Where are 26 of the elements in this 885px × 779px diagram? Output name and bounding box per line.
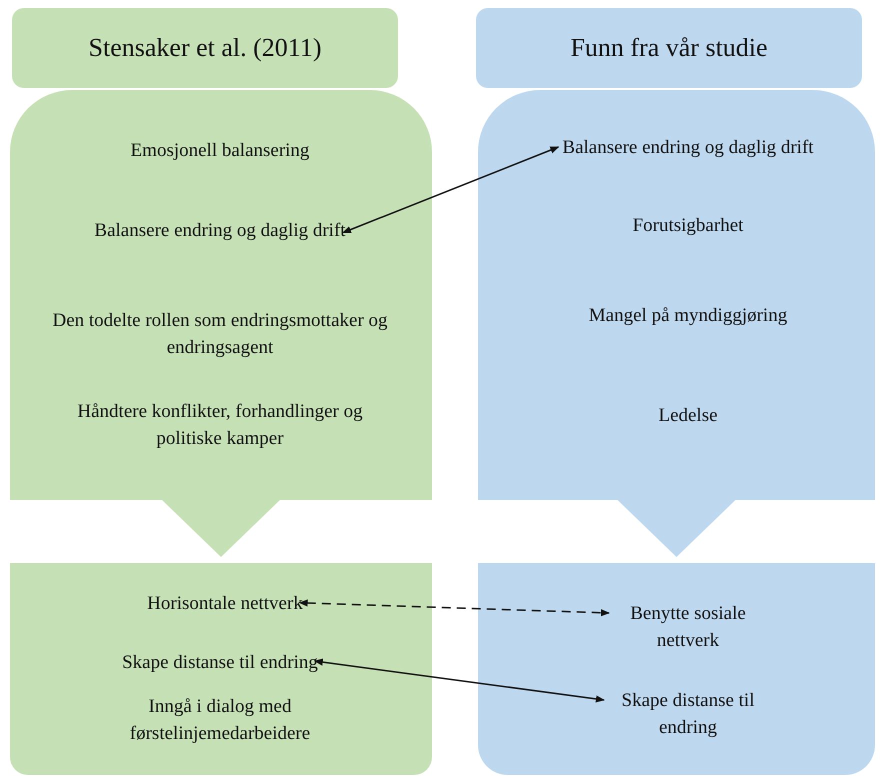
arrow (342, 146, 560, 234)
item-text: Skape distanse til endring (608, 687, 768, 741)
item-text: Balansere endring og daglig drift (94, 217, 346, 244)
item-text: Benytte sosiale nettverk (613, 600, 763, 654)
item-text: Inngå i dialog med førstelinjemedarbeidere (95, 693, 345, 747)
arrow (298, 599, 610, 616)
header-box (476, 8, 862, 88)
item-text: Horisontale nettverk (147, 590, 303, 617)
item-text: Håndtere konflikter, forhandlinger og politiske kamper (50, 398, 390, 452)
arrow (314, 658, 605, 702)
item-text: Forutsigbarhet (632, 212, 744, 239)
item-text: Mangel på myndiggjøring (588, 302, 788, 329)
panel-background (478, 563, 875, 775)
header-text: Stensaker et al. (2011) (88, 33, 322, 63)
item-text: Ledelse (658, 402, 718, 429)
header-box (12, 8, 398, 88)
panel-background (478, 90, 875, 500)
block-arrow (616, 499, 736, 557)
block-arrow (161, 499, 281, 557)
panel-background (10, 90, 432, 500)
header-text: Funn fra vår studie (570, 33, 768, 63)
item-text: Den todelte rollen som endringsmottaker og endringsagent (50, 307, 390, 361)
item-text: Balansere endring og daglig drift (562, 134, 814, 161)
item-text: Emosjonell balansering (130, 137, 310, 164)
item-text: Skape distanse til endring (122, 649, 318, 676)
panel-background (10, 563, 432, 775)
